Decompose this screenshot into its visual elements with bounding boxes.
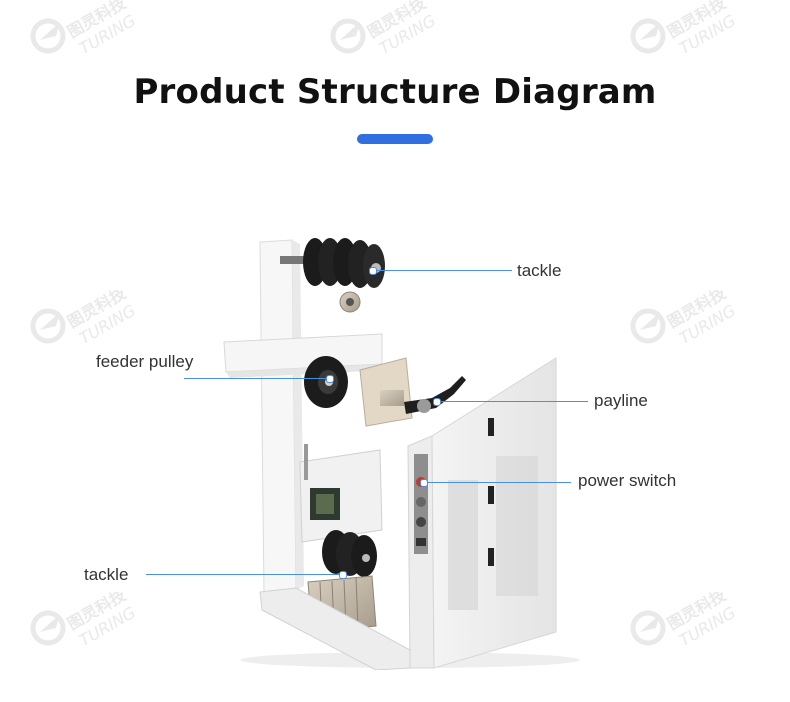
turing-logo-icon: 图灵科技 TURING [330,0,439,58]
callout-label-feeder-pulley: feeder pulley [96,352,194,371]
anchor-dot-tackle-top [369,267,377,275]
machine-illustration [200,230,580,671]
turing-logo-icon: 图灵科技 TURING [630,283,739,348]
watermark-top-center: 图灵科技 TURING [330,0,448,60]
callout-label-power-switch: power switch [578,471,677,490]
callout-label-tackle-bottom: tackle [84,565,129,584]
watermark-top-right: 图灵科技 TURING [630,0,748,60]
anchor-dot-power-switch [420,479,428,487]
top-tackle-pulleys [303,238,385,288]
turing-logo-icon: 图灵科技 TURING [30,0,139,58]
leader-line-tackle-bottom [146,574,342,575]
callout-label-tackle-top: tackle [517,261,562,280]
callout-label-payline: payline [594,391,648,410]
watermark-bottom-right: 图灵科技 TURING [630,585,748,652]
anchor-dot-tackle-bottom [339,571,347,579]
turing-logo-icon: 图灵科技 TURING [30,585,139,650]
turing-logo-icon: 图灵科技 TURING [30,283,139,348]
watermark-top-left: 图灵科技 TURING [30,0,148,60]
turing-logo-icon: 图灵科技 TURING [630,585,739,650]
title-underline-bar [357,134,433,144]
watermark-bottom-left: 图灵科技 TURING [30,585,148,652]
winding-machine-image [223,238,580,671]
leader-line-payline [436,401,588,402]
leader-line-tackle-top [372,270,512,271]
watermark-mid-right: 图灵科技 TURING [630,283,748,350]
anchor-dot-payline [433,398,441,406]
anchor-dot-feeder-pulley [326,375,334,383]
bottom-tackle-pulleys [322,530,377,577]
page-title: Product Structure Diagram [133,72,657,112]
watermark-mid-left: 图灵科技 TURING [30,283,148,350]
leader-line-feeder-pulley [184,378,329,379]
turing-logo-icon: 图灵科技 TURING [630,0,739,58]
leader-line-power-switch [423,482,571,483]
